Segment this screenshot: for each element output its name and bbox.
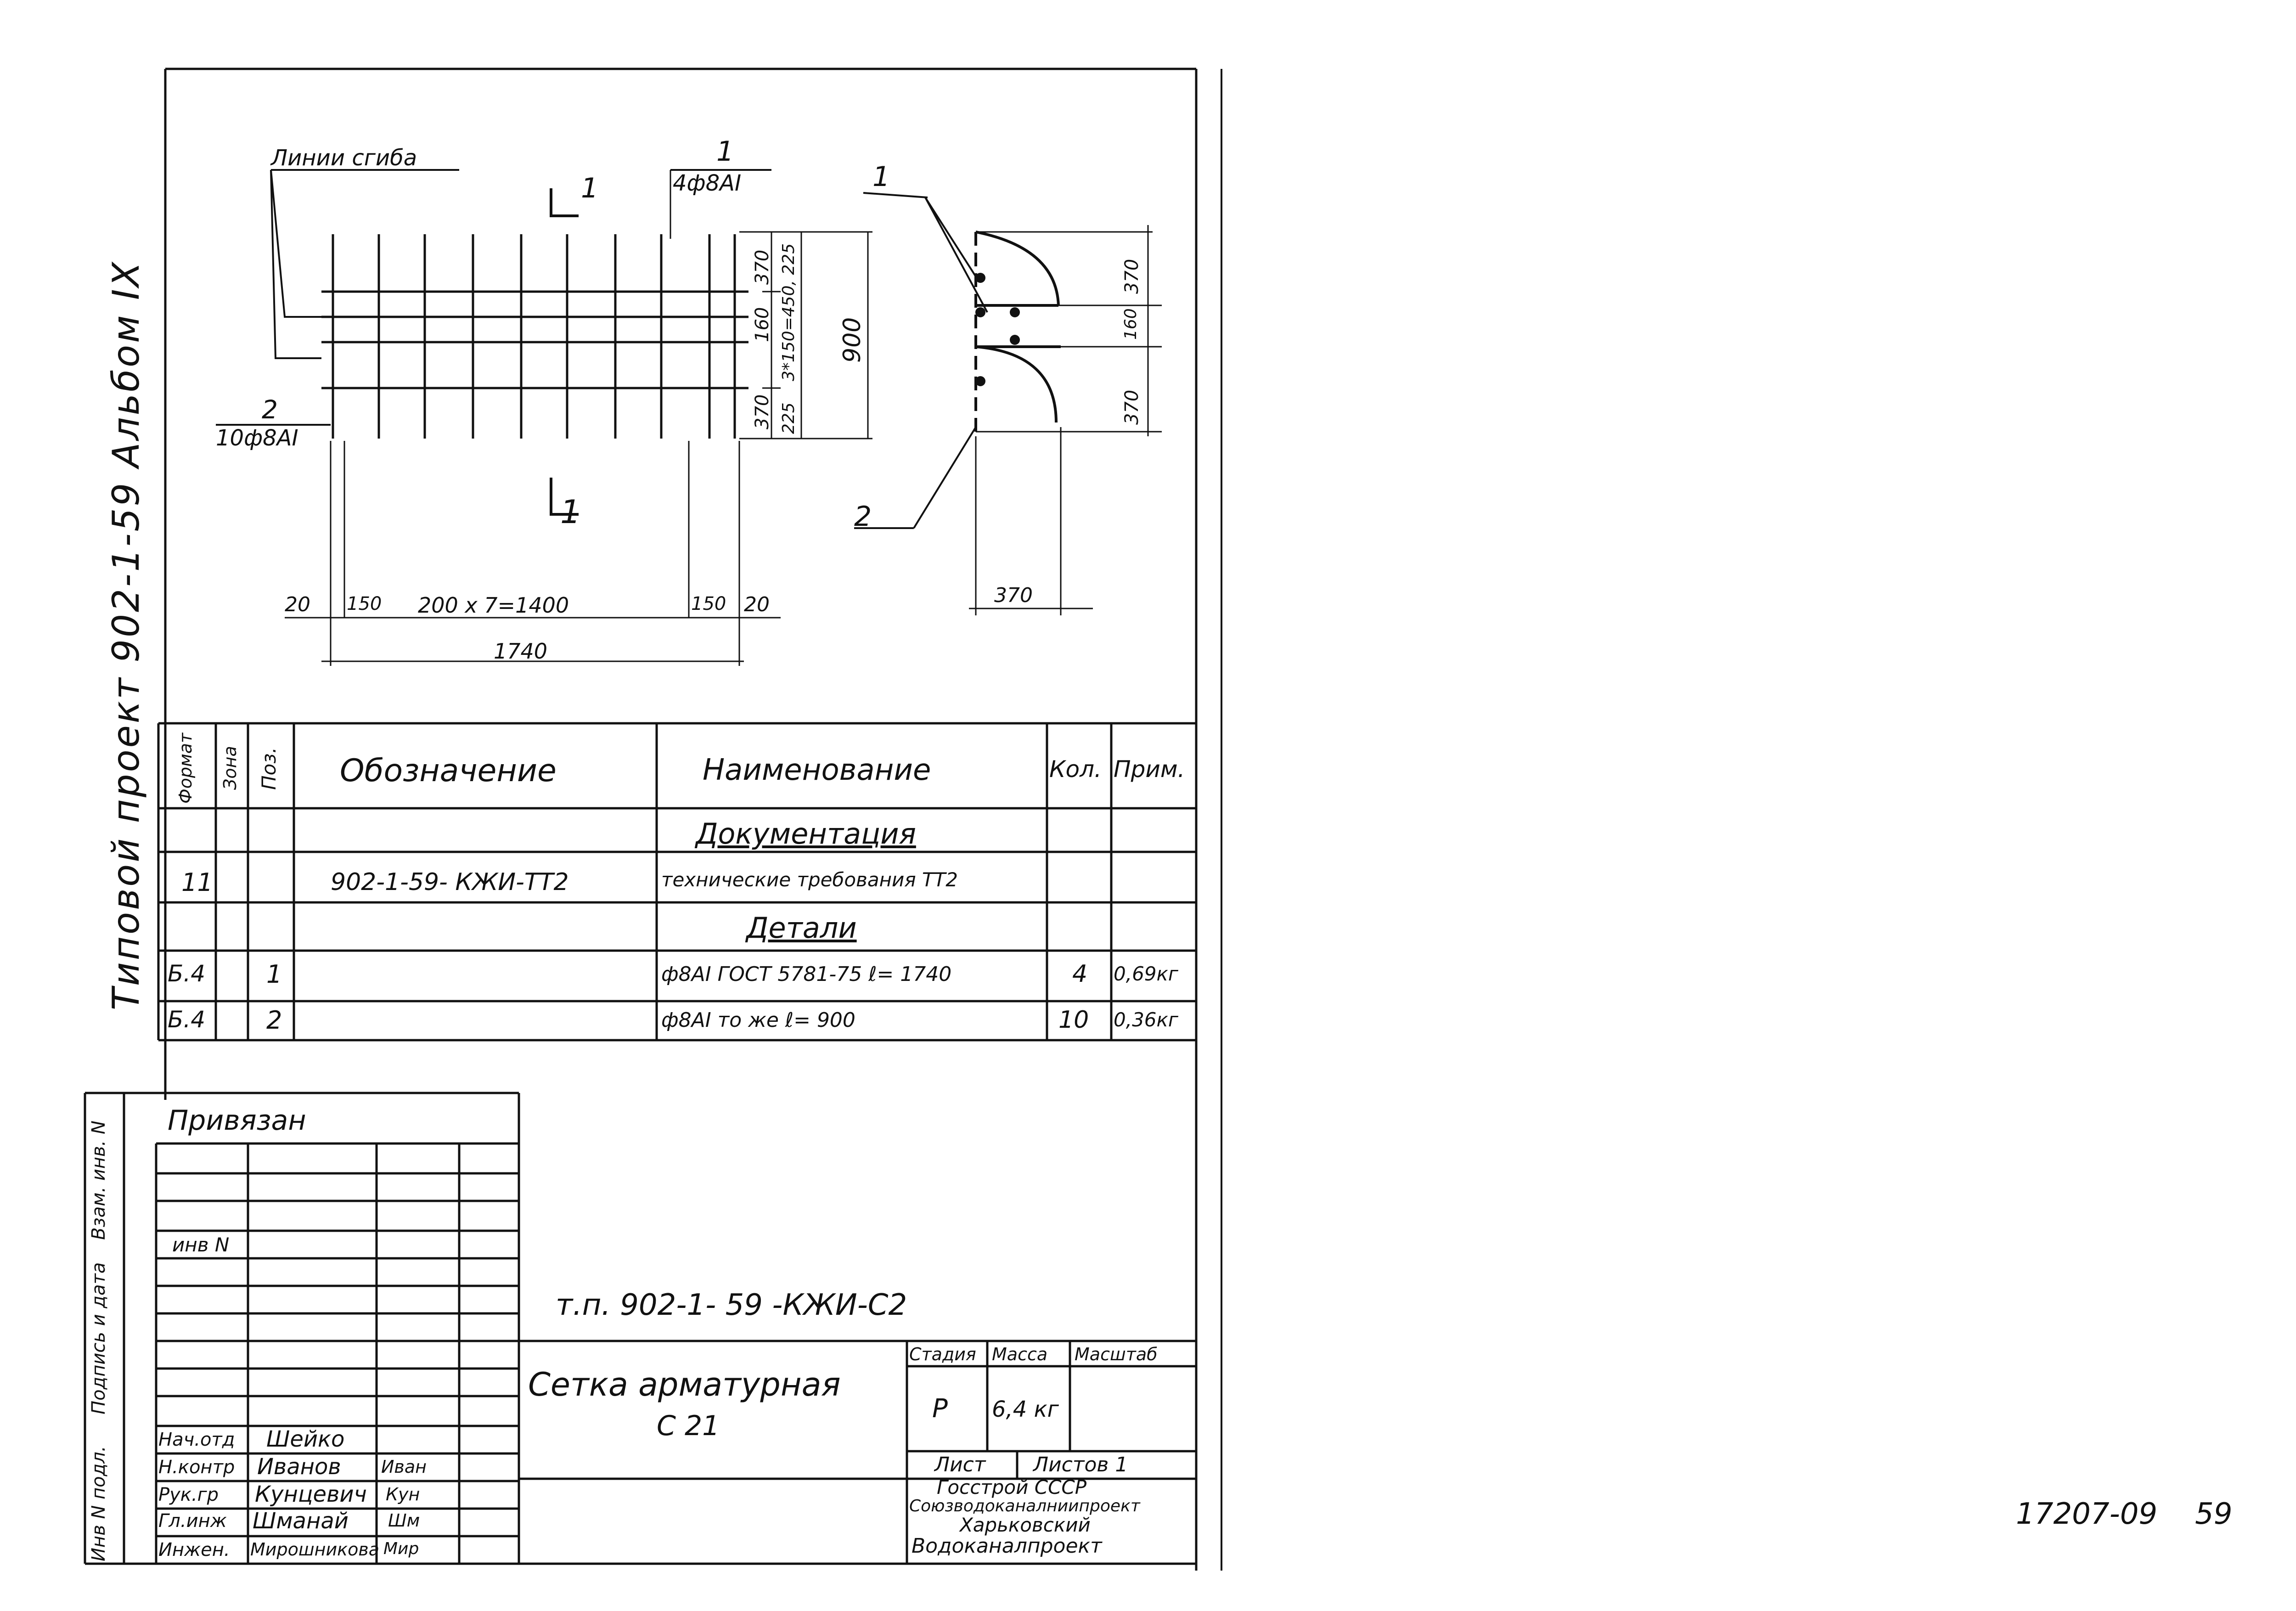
dim-right-edge: 20 <box>744 593 770 616</box>
mesh-bars-horizontal <box>321 290 748 389</box>
dim-left-step: 150 <box>347 593 382 614</box>
section-dim-width: 370 <box>994 584 1033 607</box>
org-line4: Водоканалпроект <box>912 1534 1102 1558</box>
dim-left-edge: 20 <box>285 593 310 616</box>
section-dim-top: 370 <box>1121 259 1142 294</box>
section-mark-bottom: 1 <box>560 493 581 531</box>
staff-name-5: Мирошникова <box>250 1539 380 1560</box>
album-margin-title: Типовой проект 902-1-59 Альбом IX <box>105 260 147 1010</box>
mass-label: Масса <box>992 1344 1048 1364</box>
row3-name: ф8АI то же ℓ= 900 <box>661 1008 855 1032</box>
staff-role-2: Н.контр <box>158 1457 235 1478</box>
dim-height-total: 900 <box>838 317 866 363</box>
mass-value: 6,4 кг <box>992 1397 1059 1422</box>
header-pos: Поз. <box>258 747 280 790</box>
row2-pos: 1 <box>266 960 282 989</box>
spec-table-grid <box>157 722 1196 1042</box>
staff-name-1: Шейко <box>266 1426 345 1452</box>
header-name: Наименование <box>703 753 931 787</box>
bend-lines-label: Линии сгиба <box>271 145 417 171</box>
side-label-inv-podl: Инв N подл. <box>88 1446 109 1561</box>
inv-label: инв N <box>172 1234 230 1256</box>
row3-qty: 10 <box>1058 1006 1089 1034</box>
org-line1: Госстрой СССР <box>937 1476 1087 1498</box>
section-docs: Документация <box>696 817 916 851</box>
stage-label: Стадия <box>909 1344 976 1364</box>
title-line2: С 21 <box>657 1410 720 1442</box>
dim-middle: 200 x 7=1400 <box>418 593 569 618</box>
sheets-label: Листов 1 <box>1033 1453 1128 1476</box>
footer-number: 17207-09 <box>2016 1497 2158 1531</box>
dim-right-step: 150 <box>691 593 726 614</box>
dim-height-bottom: 370 <box>752 394 773 429</box>
row2-name: ф8АI ГОСТ 5781-75 ℓ= 1740 <box>661 963 952 986</box>
scale-label: Масштаб <box>1075 1344 1158 1364</box>
dim-height-inner-bottom: 225 <box>779 402 798 434</box>
mesh-bars-vertical <box>332 234 736 439</box>
org-line2: Союзводоканалниипроект <box>909 1497 1140 1515</box>
footer-page: 59 <box>2195 1497 2233 1531</box>
row1-designation: 902-1-59- КЖИ-ТТ2 <box>331 868 569 896</box>
row3-note: 0,36кг <box>1114 1008 1178 1031</box>
staff-role-5: Инжен. <box>158 1539 230 1560</box>
row1-name: технические требования ТТ2 <box>661 868 958 891</box>
staff-sign-5: Мир <box>383 1539 419 1558</box>
pos1-spec: 4ф8АI <box>673 170 742 196</box>
title-line1: Сетка арматурная <box>528 1366 841 1403</box>
staff-sign-2: Иван <box>381 1457 427 1477</box>
side-label-sign-date: Подпись и дата <box>88 1262 109 1414</box>
staff-sign-4: Шм <box>388 1510 420 1531</box>
header-note: Прим. <box>1114 756 1185 783</box>
staff-name-2: Иванов <box>257 1454 341 1480</box>
org-line3: Харьковский <box>960 1514 1091 1536</box>
staff-role-4: Гл.инж <box>158 1510 227 1532</box>
staff-name-3: Кунцевич <box>255 1481 367 1507</box>
stamp-block-grid <box>84 1092 1196 1565</box>
section-pos1: 1 <box>872 161 890 193</box>
row2-note: 0,69кг <box>1114 963 1178 985</box>
row2-qty: 4 <box>1072 960 1088 988</box>
title-code: т.п. 902-1- 59 -КЖИ-С2 <box>556 1288 907 1322</box>
header-zone: Зона <box>220 746 240 790</box>
sheet-label: Лист <box>934 1453 986 1476</box>
pos2-number: 2 <box>262 395 278 424</box>
staff-sign-3: Кун <box>386 1484 420 1504</box>
section-dim-bottom: 370 <box>1121 389 1142 425</box>
header-format: Формат <box>175 732 196 804</box>
section-details: Детали <box>746 911 857 945</box>
header-qty: Кол. <box>1049 756 1102 783</box>
section-pos2: 2 <box>854 501 872 533</box>
tied-label: Привязан <box>168 1104 306 1137</box>
staff-name-4: Шманай <box>253 1508 349 1534</box>
section-dim-mid: 160 <box>1121 308 1140 340</box>
header-designation: Обозначение <box>340 753 557 789</box>
side-label-vzam-inv: Взам. инв. N <box>88 1121 109 1240</box>
pos1-number: 1 <box>716 135 734 168</box>
row3-pos: 2 <box>266 1006 282 1035</box>
dim-height-top: 370 <box>752 249 773 285</box>
dim-total-length: 1740 <box>494 639 548 664</box>
pos2-spec: 10ф8АI <box>216 425 298 451</box>
dim-height-inner-top: 3*150=450, 225 <box>779 243 798 381</box>
row2-format: Б.4 <box>168 960 206 987</box>
stage-value: Р <box>932 1394 948 1424</box>
dim-height-mid: 160 <box>752 307 773 342</box>
section-mark-top: 1 <box>581 172 599 204</box>
row3-format: Б.4 <box>168 1006 206 1033</box>
row1-format: 11 <box>181 868 213 897</box>
staff-role-1: Нач.отд <box>158 1429 235 1450</box>
staff-role-3: Рук.гр <box>158 1484 219 1505</box>
